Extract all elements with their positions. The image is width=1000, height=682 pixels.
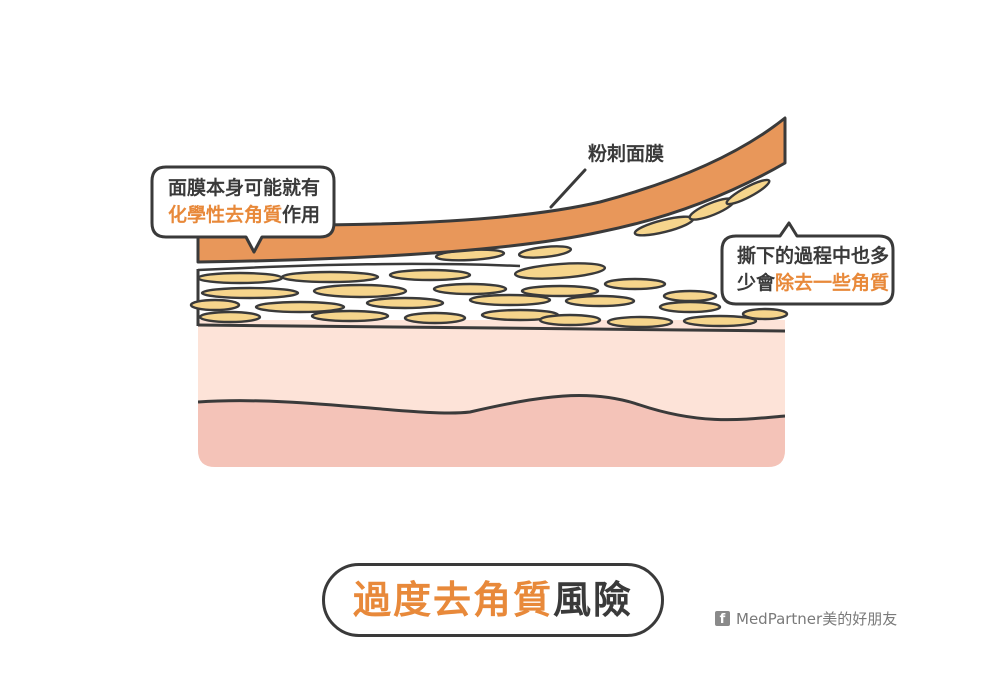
- pore-strip-pointer: [549, 168, 587, 209]
- keratin-flake: [741, 307, 789, 321]
- keratin-flake: [312, 283, 408, 299]
- keratin-flake: [254, 300, 346, 314]
- bubble-right-shape: [720, 221, 895, 306]
- bubble-right-line2: 少會除去一些角質: [737, 270, 889, 297]
- title-rest: 風險: [553, 578, 634, 622]
- keratin-flake: [517, 245, 573, 259]
- keratin-flake: [662, 289, 718, 303]
- keratin-flake: [388, 268, 472, 282]
- dermis-layer: [198, 395, 785, 467]
- bubble-left-shape: [150, 165, 336, 254]
- keratin-flake: [682, 314, 758, 328]
- keratin-flake: [564, 294, 636, 308]
- keratin-flake: [603, 277, 667, 291]
- peeled-keratin: [633, 178, 771, 237]
- bubble-right-line1: 撕下的過程中也多: [737, 245, 890, 267]
- bubble-left-line2: 化學性去角質作用: [168, 202, 320, 229]
- keratin-flake: [513, 262, 607, 280]
- title-pill: 過度去角質風險: [322, 563, 664, 637]
- keratin-flake: [538, 313, 602, 327]
- keratin-flake: [200, 286, 300, 300]
- pore-strip-label: 粉刺面膜: [588, 143, 665, 165]
- keratin-flake: [520, 284, 600, 298]
- keratin-flake: [310, 309, 390, 323]
- keratin-flake: [403, 311, 467, 325]
- keratin-flake: [365, 296, 445, 310]
- keratin-flake: [189, 298, 241, 312]
- keratin-flake: [468, 293, 552, 307]
- keratin-flake: [658, 300, 722, 314]
- bubble-left-rest: 作用: [282, 204, 321, 226]
- facebook-icon: f: [715, 611, 730, 627]
- keratin-flake: [280, 270, 380, 284]
- bubble-right-text: 撕下的過程中也多 少會除去一些角質: [737, 243, 889, 297]
- keratin-flake: [196, 271, 284, 285]
- keratin-flake: [606, 315, 674, 329]
- keratin-flake: [432, 282, 508, 296]
- keratin-flake: [725, 178, 771, 206]
- brand-text: MedPartner美的好朋友: [736, 610, 898, 628]
- brand-watermark: f MedPartner美的好朋友: [715, 608, 897, 629]
- bubble-right-highlight: 除去一些角質: [775, 272, 890, 294]
- skin-layers: [198, 320, 785, 467]
- bubble-right-prefix: 少會: [737, 272, 776, 294]
- bubble-left-line1: 面膜本身可能就有: [168, 177, 321, 199]
- bubble-left-text: 面膜本身可能就有 化學性去角質作用: [168, 175, 320, 229]
- keratin-flake: [198, 310, 262, 324]
- bubble-left-highlight: 化學性去角質: [168, 204, 283, 226]
- title-highlight: 過度去角質: [352, 578, 553, 622]
- pore-strip: [196, 116, 787, 264]
